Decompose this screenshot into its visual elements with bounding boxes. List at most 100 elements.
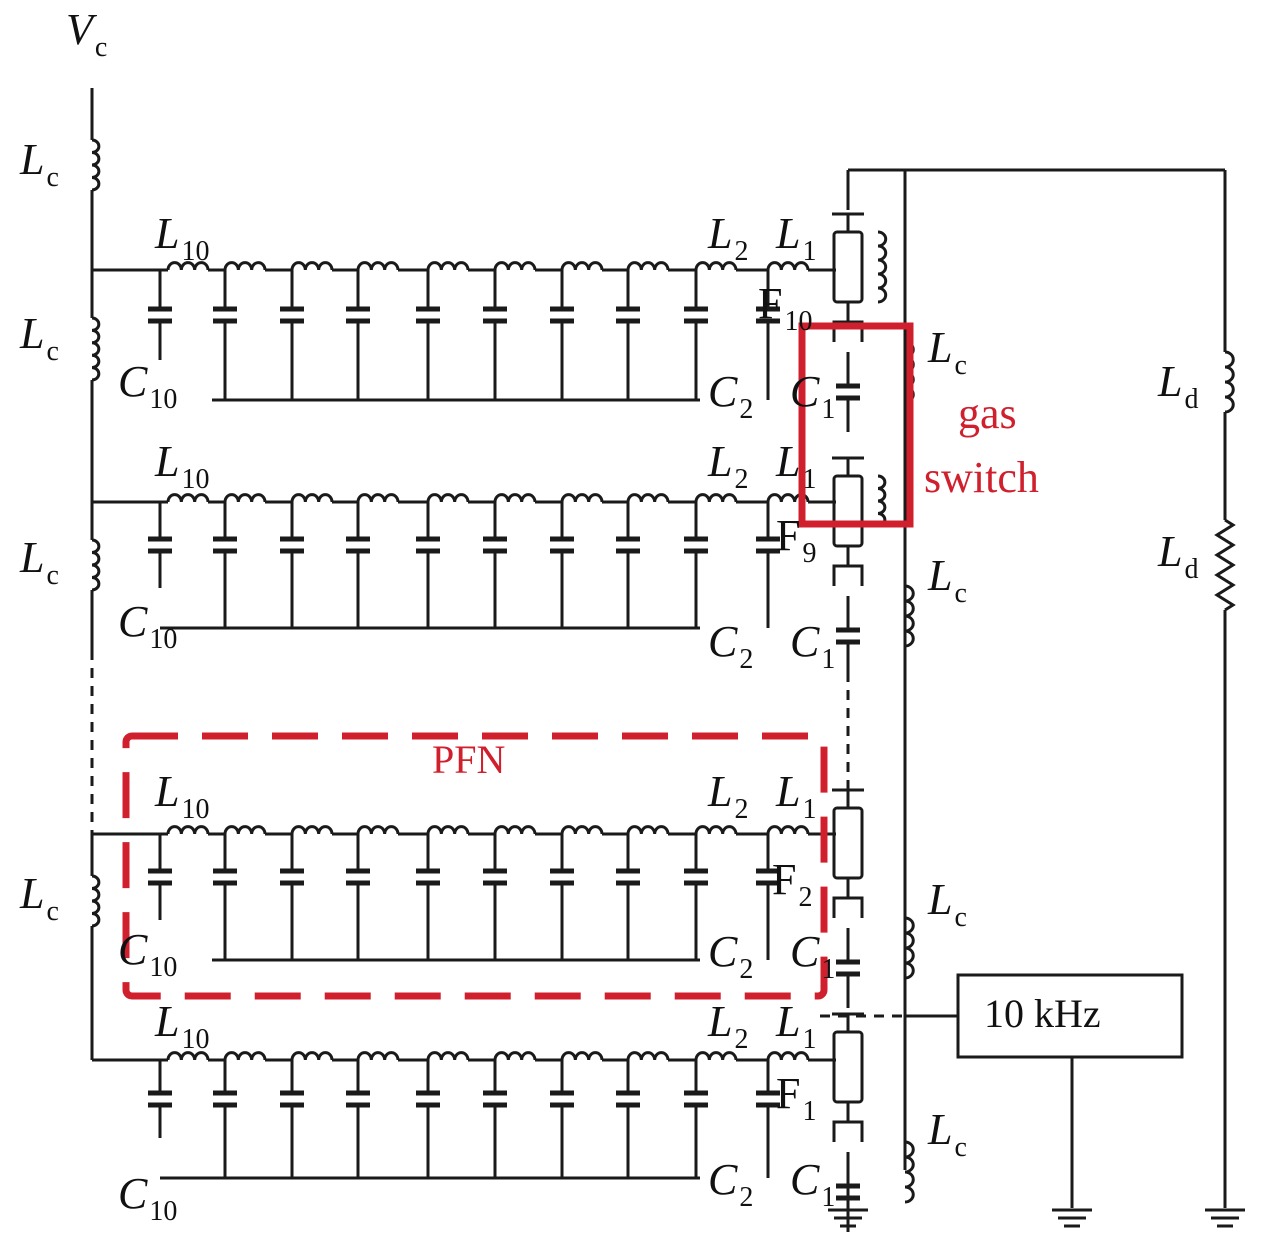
label-l2-row1: L2 [708,209,749,267]
capacitor-row2-9 [684,502,708,588]
label-l2-row2: L2 [708,437,749,495]
inductor-row3 [166,825,210,835]
label-c1-row2: C1 [790,617,836,675]
inductor-row4 [493,1051,537,1061]
capacitor-row3-9 [684,834,708,920]
label-l1-row1: L1 [776,209,817,267]
pfn-highlight-box [122,732,828,1000]
inductor-row1 [356,261,400,271]
highlights [122,322,914,1000]
capacitor-row4-10 [756,1060,780,1138]
label-ld-1: Ld [1158,357,1199,415]
inductor-row3 [426,825,470,835]
capacitor-row3-7 [550,834,574,920]
capacitor-row4-4 [346,1060,370,1138]
capacitor-row2-5 [416,502,440,588]
inductor-row4 [694,1051,738,1061]
capacitor-row4-2 [213,1060,237,1138]
capacitor-row1-6 [483,270,507,360]
label-f2: F2 [772,855,813,913]
inductor-row1 [290,261,334,271]
capacitor-row2-3 [280,502,304,588]
inductor-row3 [223,825,267,835]
inductor-lc-2 [91,316,101,382]
label-f1: F1 [776,1069,817,1127]
inductor-row1 [493,261,537,271]
inductor-row4 [166,1051,210,1061]
label-c10-row4: C10 [118,1169,178,1227]
inductor-row4 [426,1051,470,1061]
inductor-row3 [694,825,738,835]
inductor-row3 [493,825,537,835]
label-c2-row2: C2 [708,617,754,675]
capacitor-row1-10 [756,270,780,360]
label-c1-row3: C1 [790,927,836,985]
capacitor-c1-2 [836,596,860,676]
inductor-row1 [426,261,470,271]
capacitor-row4-6 [483,1060,507,1138]
inductor-row4 [356,1051,400,1061]
capacitor-row1-9 [684,270,708,360]
inductor-row3 [626,825,670,835]
inductor-lc-switch-2 [904,584,915,648]
capacitor-row2-10 [756,502,780,588]
annotation-gas: gas [958,389,1017,438]
inductor-row1 [223,261,267,271]
label-c10-row2: C10 [118,597,178,655]
inductor-row1 [694,261,738,271]
capacitor-row4-9 [684,1060,708,1138]
capacitor-row1-2 [213,270,237,360]
label-l10-row3: L10 [155,767,210,825]
label-l10-row1: L10 [155,209,210,267]
capacitor-c1-3 [836,928,860,1008]
inductor-row2 [223,493,267,503]
inductor-l1-row1 [877,230,888,304]
inductor-row3 [560,825,604,835]
capacitor-row4-8 [616,1060,640,1138]
capacitor-row4-1 [148,1060,172,1138]
resistor-ld-2 [1214,518,1236,612]
inductor-ld-1 [1224,350,1235,414]
inductor-row1 [166,261,210,271]
annotation-pfn: PFN [432,737,506,782]
capacitor-row1-7 [550,270,574,360]
switch-f2 [832,806,864,880]
inductor-row2 [493,493,537,503]
inductor-row1 [766,261,810,271]
label-f10: F10 [758,279,813,337]
ground-load-icon [1205,1208,1245,1228]
inductor-row3 [290,825,334,835]
inductor-row3 [766,825,810,835]
ground-trigger-icon [1052,1208,1092,1228]
gas-switch-highlight-box [798,322,914,528]
capacitor-row3-4 [346,834,370,920]
label-lc-3: Lc [20,533,59,591]
inductor-row4 [560,1051,604,1061]
label-ld-2: Ld [1158,527,1199,585]
label-c10-row1: C10 [118,357,178,415]
label-l1-row2: L1 [776,437,817,495]
label-c1-row1: C1 [790,367,836,425]
label-lc-1: Lc [20,135,59,193]
label-lc-row3: Lc [928,875,967,933]
label-l2-row4: L2 [708,997,749,1055]
inductor-row4 [626,1051,670,1061]
inductor-lc-4 [91,874,101,928]
capacitor-row2-6 [483,502,507,588]
label-l10-row4: L10 [155,997,210,1055]
capacitor-c1-1 [836,352,860,432]
switch-electrode-gap [832,320,864,342]
capacitor-row1-1 [148,270,172,360]
inductor-row3 [356,825,400,835]
inductor-row4 [223,1051,267,1061]
capacitor-row4-3 [280,1060,304,1138]
inductor-lc-switch-4 [904,1140,915,1204]
inductor-l1-row2 [877,474,887,528]
label-c2-row1: C2 [708,367,754,425]
label-lc-row4: Lc [928,1105,967,1163]
switch-f10 [832,230,864,304]
inductor-row1 [560,261,604,271]
inductor-row2 [290,493,334,503]
